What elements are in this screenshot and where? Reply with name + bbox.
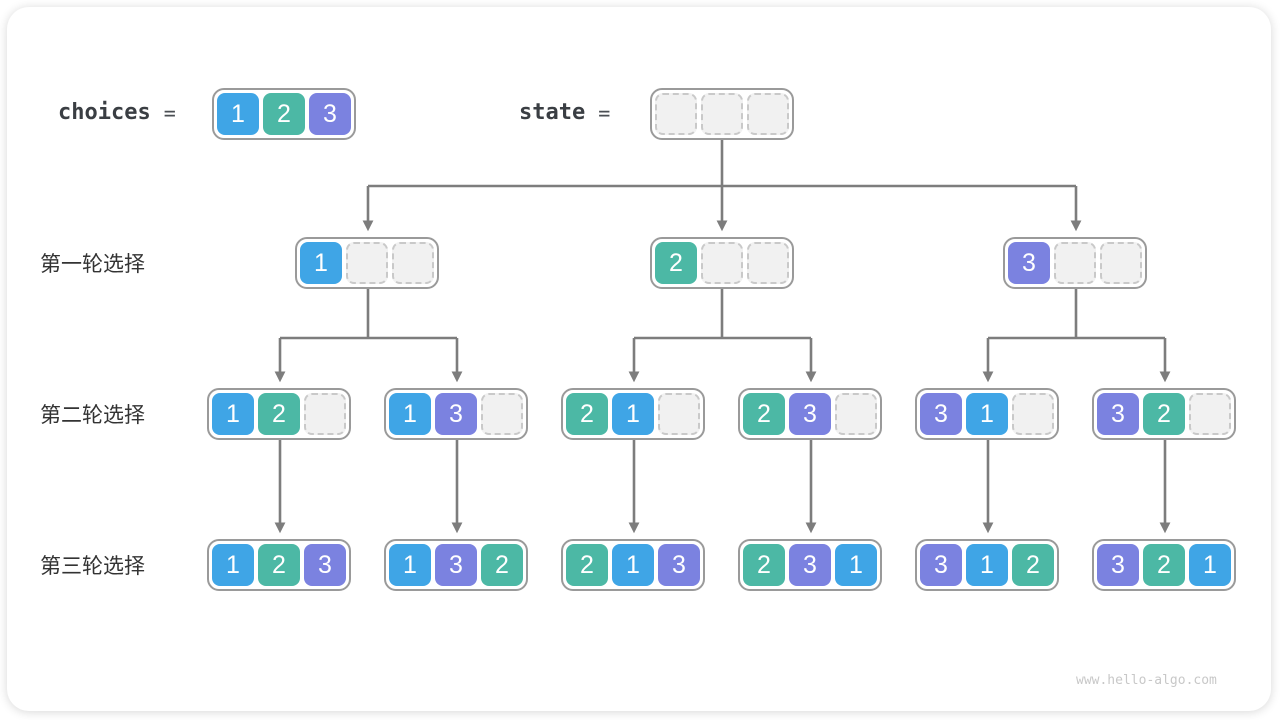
empty-slot	[701, 242, 743, 284]
value-cell-1: 1	[612, 544, 654, 586]
value-cell-1: 1	[212, 544, 254, 586]
value-cell-3: 3	[658, 544, 700, 586]
empty-slot	[1012, 393, 1054, 435]
value-cell-1: 1	[966, 393, 1008, 435]
value-cell-2: 2	[258, 393, 300, 435]
value-cell-1: 1	[835, 544, 877, 586]
choices-equals-sign: =	[163, 100, 176, 125]
empty-slot	[747, 93, 789, 135]
value-cell-3: 3	[435, 544, 477, 586]
empty-slot	[304, 393, 346, 435]
value-cell-1: 1	[389, 544, 431, 586]
value-cell-1: 1	[300, 242, 342, 284]
empty-slot	[658, 393, 700, 435]
value-cell-3: 3	[789, 393, 831, 435]
round-1-label: 第一轮选择	[40, 253, 145, 276]
value-cell-2: 2	[743, 544, 785, 586]
value-cell-1: 1	[612, 393, 654, 435]
choices-label-text: choices	[58, 100, 151, 125]
value-cell-2: 2	[566, 393, 608, 435]
value-cell-2: 2	[1143, 544, 1185, 586]
value-cell-2: 2	[1143, 393, 1185, 435]
value-cell-2: 2	[1012, 544, 1054, 586]
empty-slot	[481, 393, 523, 435]
value-cell-3: 3	[1097, 393, 1139, 435]
value-cell-3: 3	[309, 93, 351, 135]
value-cell-2: 2	[743, 393, 785, 435]
value-cell-3: 3	[304, 544, 346, 586]
state-equals-sign: =	[598, 100, 611, 125]
value-cell-1: 1	[212, 393, 254, 435]
empty-slot	[346, 242, 388, 284]
value-cell-2: 2	[263, 93, 305, 135]
choices-label: choices =	[58, 88, 176, 137]
value-cell-1: 1	[966, 544, 1008, 586]
state-label: state =	[519, 88, 610, 137]
state-array-empty	[650, 88, 794, 140]
value-cell-1: 1	[389, 393, 431, 435]
value-cell-2: 2	[481, 544, 523, 586]
state-node-round1-1: 1	[295, 237, 439, 289]
value-cell-3: 3	[1097, 544, 1139, 586]
value-cell-3: 3	[435, 393, 477, 435]
empty-slot	[701, 93, 743, 135]
value-cell-2: 2	[566, 544, 608, 586]
round-2-label: 第二轮选择	[40, 404, 145, 427]
value-cell-3: 3	[920, 393, 962, 435]
empty-slot	[1100, 242, 1142, 284]
empty-slot	[655, 93, 697, 135]
value-cell-3: 3	[789, 544, 831, 586]
watermark: www.hello-algo.com	[1076, 673, 1217, 688]
empty-slot	[1054, 242, 1096, 284]
value-cell-2: 2	[258, 544, 300, 586]
value-cell-1: 1	[217, 93, 259, 135]
value-cell-3: 3	[1008, 242, 1050, 284]
state-node-round1-3: 3	[1003, 237, 1147, 289]
empty-slot	[747, 242, 789, 284]
empty-slot	[1189, 393, 1231, 435]
value-cell-2: 2	[655, 242, 697, 284]
empty-slot	[835, 393, 877, 435]
value-cell-3: 3	[920, 544, 962, 586]
round-3-label: 第三轮选择	[40, 555, 145, 578]
state-label-text: state	[519, 100, 586, 125]
value-cell-1: 1	[1189, 544, 1231, 586]
state-node-round1-2: 2	[650, 237, 794, 289]
empty-slot	[392, 242, 434, 284]
